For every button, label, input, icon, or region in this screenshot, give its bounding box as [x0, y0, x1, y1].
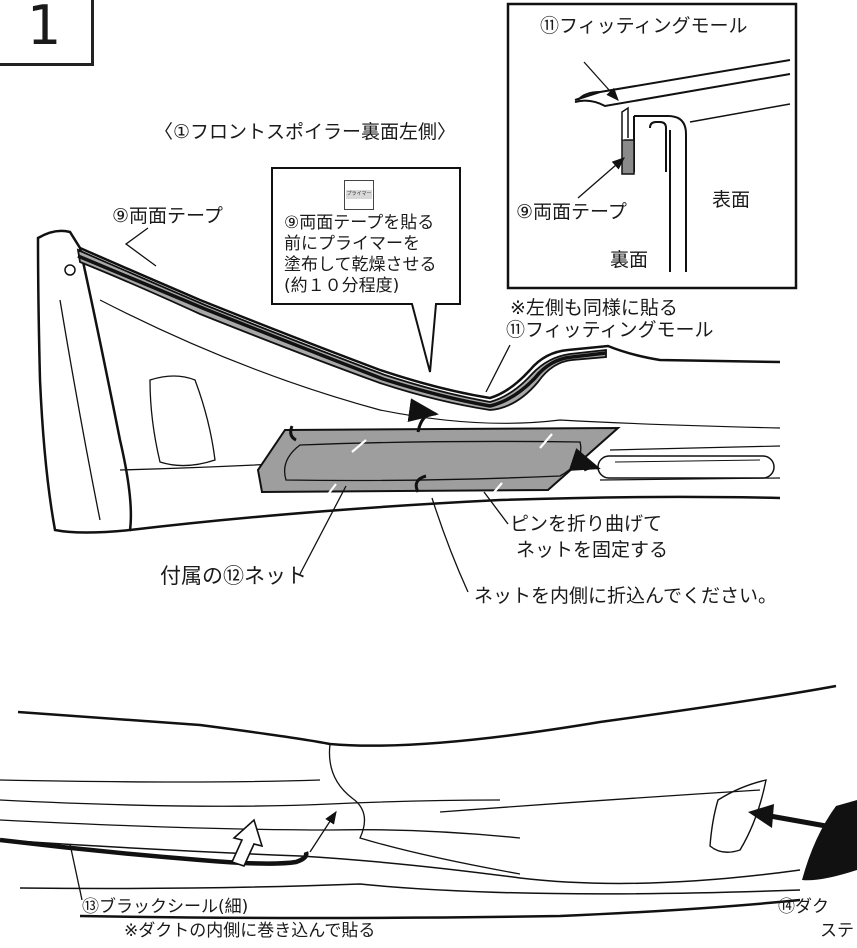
black-seal-note: ※ダクトの内側に巻き込んで貼る [124, 921, 376, 941]
primer-card-text: プライマー [346, 190, 372, 199]
molding-label: ⑪フィッティングモール [506, 319, 714, 341]
pin-note-line-1: ピンを折り曲げて [510, 513, 663, 535]
inset-back-label: 裏面 [610, 249, 649, 271]
view-title: 〈①フロントスポイラー裏面左側〉 [154, 121, 457, 143]
front-spoiler-bottom [0, 684, 857, 920]
black-seal-label: ⑬ブラックシール(細) [82, 897, 249, 917]
primer-note-line-2: 前にプライマーを [284, 234, 420, 254]
fold-net-note: ネットを内側に折込んでください。 [474, 585, 778, 607]
inset-tape-label: ⑨両面テープ [516, 201, 627, 223]
inset-detail [506, 2, 798, 290]
step-number-box: 1 [0, 0, 94, 66]
duct-label-2: ステ [820, 921, 854, 941]
primer-callout [271, 167, 461, 373]
net-label: 付属の⑫ネット [160, 564, 307, 588]
primer-bottle-icon: プライマー [344, 180, 374, 210]
same-left-note: ※左側も同様に貼る [510, 297, 678, 319]
inset-molding-label: ⑪フィッティングモール [540, 15, 748, 37]
inset-front-label: 表面 [712, 189, 751, 211]
primer-note-line-3: 塗布して乾燥させる [284, 255, 437, 275]
primer-note-line-4: (約１０分程度) [284, 276, 400, 296]
front-spoiler-top [36, 227, 781, 593]
tape-label: ⑨両面テープ [112, 205, 223, 227]
step-number: 1 [27, 0, 62, 57]
duct-label: ⑭ダク [778, 897, 829, 917]
pin-note-line-2: ネットを固定する [516, 539, 669, 561]
primer-note-line-1: ⑨両面テープを貼る [284, 213, 435, 233]
